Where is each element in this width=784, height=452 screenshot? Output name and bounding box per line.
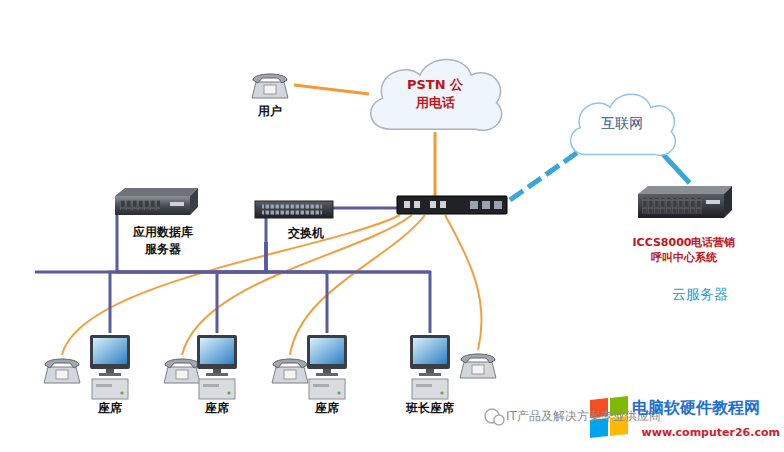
agent-seat: 座席 xyxy=(189,333,245,417)
node-label: 应用数据库 服务器 xyxy=(130,224,196,258)
connector xyxy=(110,242,266,333)
network-switch: 交换机 xyxy=(254,198,336,242)
cloud-server-label: 云服务器 xyxy=(672,286,728,304)
node-label: 座席 xyxy=(205,400,229,417)
agent-seat: 座席 xyxy=(82,333,138,417)
pstn-cloud: PSTN 公用电话 xyxy=(360,50,510,138)
connector xyxy=(217,242,266,333)
watermark: 电脑软硬件教程网 xyxy=(632,398,760,419)
connector xyxy=(117,242,266,272)
internet-cloud: 互联网 xyxy=(562,86,682,162)
node-label: ICCS8000电话营销呼叫中心系统 xyxy=(632,235,736,265)
call-center-server: ICCS8000电话营销呼叫中心系统 xyxy=(628,183,740,265)
node-label: 交换机 xyxy=(288,225,324,242)
node-label: 班长座席 xyxy=(406,400,454,417)
connector xyxy=(660,151,689,183)
node-label: 用户 xyxy=(258,103,282,120)
supervisor-seat: 班长座席 xyxy=(402,333,458,417)
agent-seat: 座席 xyxy=(299,333,355,417)
node-label: PSTN 公用电话 xyxy=(403,76,467,112)
connector xyxy=(294,85,369,94)
connector xyxy=(266,242,327,333)
cloud-outline xyxy=(360,50,510,138)
node-label: 座席 xyxy=(98,400,122,417)
user-phone: 用户 xyxy=(246,66,294,120)
database-server: 应用数据库 服务器 xyxy=(110,188,216,258)
node-label: 座席 xyxy=(315,400,339,417)
node-label: 互联网 xyxy=(601,115,643,133)
watermark: www.computer26.com xyxy=(642,426,780,439)
connector xyxy=(266,242,430,333)
